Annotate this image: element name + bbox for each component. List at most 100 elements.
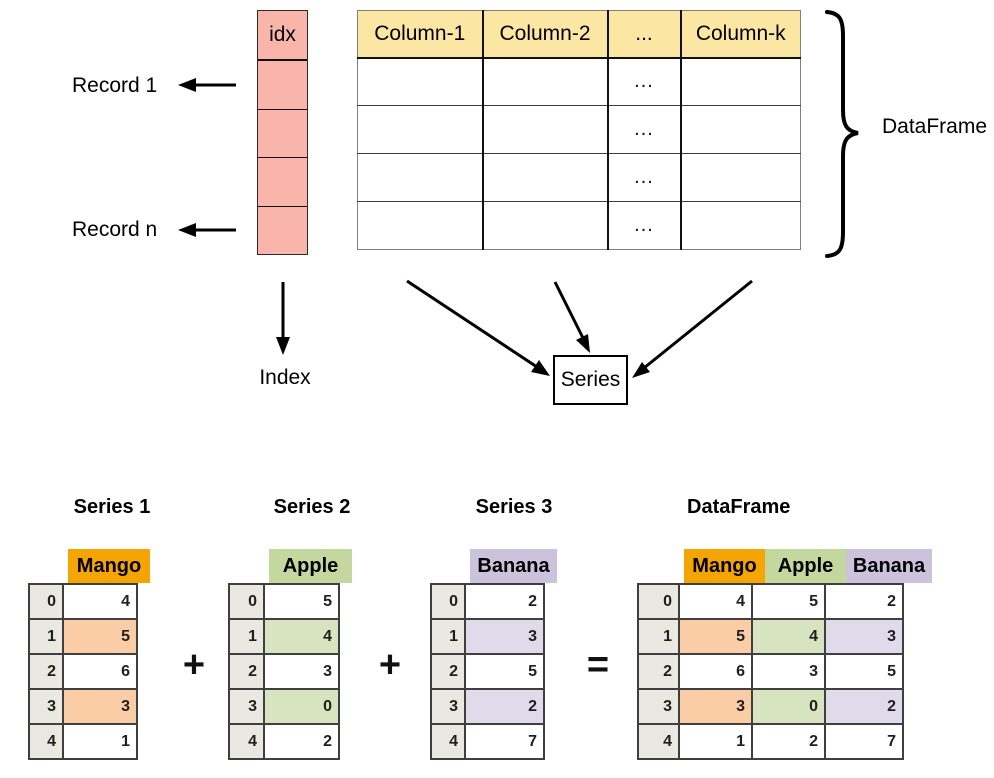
value-cell: 2: [464, 583, 545, 620]
df-cell: 3: [751, 653, 826, 690]
dataframe-table-bottom: 0 4 5 2 1 5 4 3 2 6 3 5 3 3 0 2 4 1 2 7: [637, 583, 904, 760]
series2-title: Series 2: [273, 496, 351, 518]
idx-column-table: idx: [257, 10, 308, 255]
mango-header: Mango: [68, 549, 150, 583]
index-cell: 0: [228, 583, 265, 620]
column-header: Column-k: [679, 10, 801, 59]
value-cell: 7: [464, 723, 545, 760]
index-cell: 1: [637, 618, 680, 655]
value-cell: 2: [263, 723, 340, 760]
column-header: Column-2: [481, 10, 608, 59]
empty-cell: [679, 57, 801, 106]
empty-cell: [357, 105, 483, 154]
value-cell: 5: [263, 583, 340, 620]
record-1-label: Record 1: [72, 74, 158, 97]
df-cell: 4: [751, 618, 826, 655]
index-cell: 3: [637, 688, 680, 725]
index-label: Index: [259, 366, 311, 389]
empty-cell: [481, 105, 608, 154]
df-cell: 5: [824, 653, 904, 690]
ellipsis-cell: ...: [606, 105, 681, 154]
ellipsis-cell: ...: [606, 201, 681, 250]
df-cell: 2: [751, 723, 826, 760]
value-cell: 5: [62, 618, 138, 655]
df-cell: 2: [824, 583, 904, 620]
plus-operator-2: +: [378, 644, 402, 686]
index-cell: 2: [430, 653, 466, 690]
empty-cell: [679, 201, 801, 250]
idx-header-cell: idx: [258, 11, 307, 61]
empty-cell: [357, 153, 483, 202]
index-cell: 0: [637, 583, 680, 620]
df-cell: 4: [678, 583, 753, 620]
df-cell: 5: [751, 583, 826, 620]
series-arrow-left: [406, 279, 538, 369]
index-cell: 2: [228, 653, 265, 690]
empty-cell: [481, 153, 608, 202]
df-cell: 3: [824, 618, 904, 655]
empty-cell: [481, 57, 608, 106]
series3-title: Series 3: [475, 496, 553, 518]
dataframe-title: DataFrame: [687, 496, 791, 518]
record-n-label: Record n: [72, 218, 158, 241]
dataframe-label-top: DataFrame: [882, 115, 988, 138]
plus-operator-1: +: [182, 644, 206, 686]
value-cell: 6: [62, 653, 138, 690]
df-cell: 3: [678, 688, 753, 725]
banana-header: Banana: [470, 549, 557, 583]
index-cell: 1: [430, 618, 466, 655]
df-banana-header: Banana: [846, 549, 932, 583]
series-box: Series: [553, 355, 628, 405]
apple-header: Apple: [269, 549, 352, 583]
empty-cell: [357, 201, 483, 250]
ellipsis-cell: ...: [606, 57, 681, 106]
column-header: ...: [606, 10, 681, 59]
index-cell: 3: [430, 688, 466, 725]
df-cell: 7: [824, 723, 904, 760]
value-cell: 5: [464, 653, 545, 690]
idx-cell: [258, 61, 307, 110]
series1-table: 0 4 1 5 2 6 3 3 4 1: [28, 583, 138, 760]
df-cell: 1: [678, 723, 753, 760]
dataframe-table-top: Column-1 Column-2 ... Column-k ... ... .…: [357, 10, 801, 250]
index-cell: 4: [228, 723, 265, 760]
df-apple-header: Apple: [765, 549, 846, 583]
df-cell: 6: [678, 653, 753, 690]
value-cell: 4: [62, 583, 138, 620]
empty-cell: [481, 201, 608, 250]
equals-operator: =: [586, 644, 610, 686]
index-cell: 1: [228, 618, 265, 655]
column-header: Column-1: [357, 10, 483, 59]
index-cell: 1: [28, 618, 64, 655]
value-cell: 1: [62, 723, 138, 760]
index-cell: 0: [28, 583, 64, 620]
idx-cell: [258, 207, 307, 255]
index-cell: 4: [28, 723, 64, 760]
index-cell: 2: [637, 653, 680, 690]
index-cell: 3: [228, 688, 265, 725]
ellipsis-cell: ...: [606, 153, 681, 202]
empty-cell: [679, 105, 801, 154]
df-mango-header: Mango: [684, 549, 765, 583]
series3-table: 0 2 1 3 2 5 3 2 4 7: [430, 583, 545, 760]
series1-title: Series 1: [73, 496, 151, 518]
df-cell: 0: [751, 688, 826, 725]
value-cell: 3: [62, 688, 138, 725]
index-cell: 0: [430, 583, 466, 620]
idx-cell: [258, 158, 307, 207]
value-cell: 3: [464, 618, 545, 655]
idx-cell: [258, 110, 307, 158]
index-cell: 4: [430, 723, 466, 760]
index-cell: 2: [28, 653, 64, 690]
series2-table: 0 5 1 4 2 3 3 0 4 2: [228, 583, 340, 760]
df-cell: 5: [678, 618, 753, 655]
value-cell: 2: [464, 688, 545, 725]
value-cell: 4: [263, 618, 340, 655]
df-cell: 2: [824, 688, 904, 725]
value-cell: 3: [263, 653, 340, 690]
value-cell: 0: [263, 688, 340, 725]
index-cell: 4: [637, 723, 680, 760]
empty-cell: [679, 153, 801, 202]
dataframe-brace: [825, 10, 859, 258]
